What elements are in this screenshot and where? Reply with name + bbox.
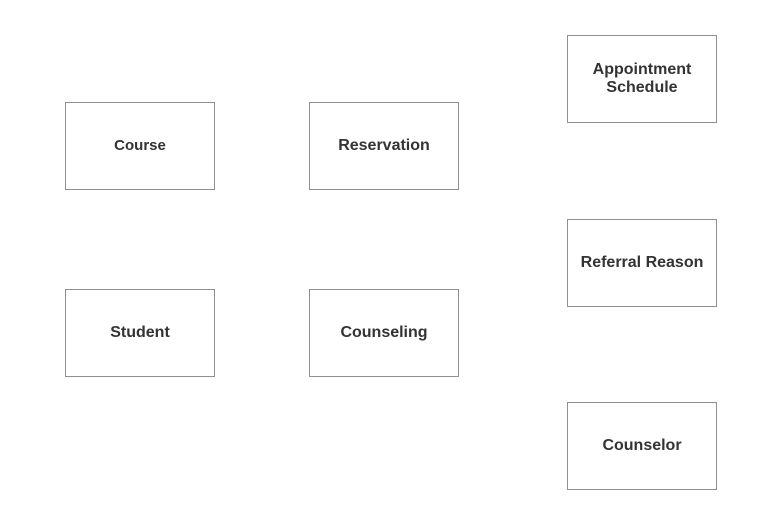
- entity-counseling[interactable]: Counseling: [309, 289, 459, 377]
- entity-appointment-schedule-label: Appointment Schedule: [592, 60, 692, 96]
- entity-appointment-schedule[interactable]: Appointment Schedule: [567, 35, 717, 123]
- entity-referral-reason-label: Referral Reason: [580, 253, 704, 271]
- entity-course[interactable]: Course: [65, 102, 215, 190]
- entity-referral-reason[interactable]: Referral Reason: [567, 219, 717, 307]
- entity-reservation[interactable]: Reservation: [309, 102, 459, 190]
- entity-counselor-label: Counselor: [602, 436, 682, 454]
- entity-counseling-label: Counseling: [340, 323, 428, 341]
- entity-course-label: Course: [114, 137, 166, 155]
- entity-reservation-label: Reservation: [338, 136, 430, 154]
- entity-counselor[interactable]: Counselor: [567, 402, 717, 490]
- entity-student[interactable]: Student: [65, 289, 215, 377]
- entity-student-label: Student: [110, 323, 170, 341]
